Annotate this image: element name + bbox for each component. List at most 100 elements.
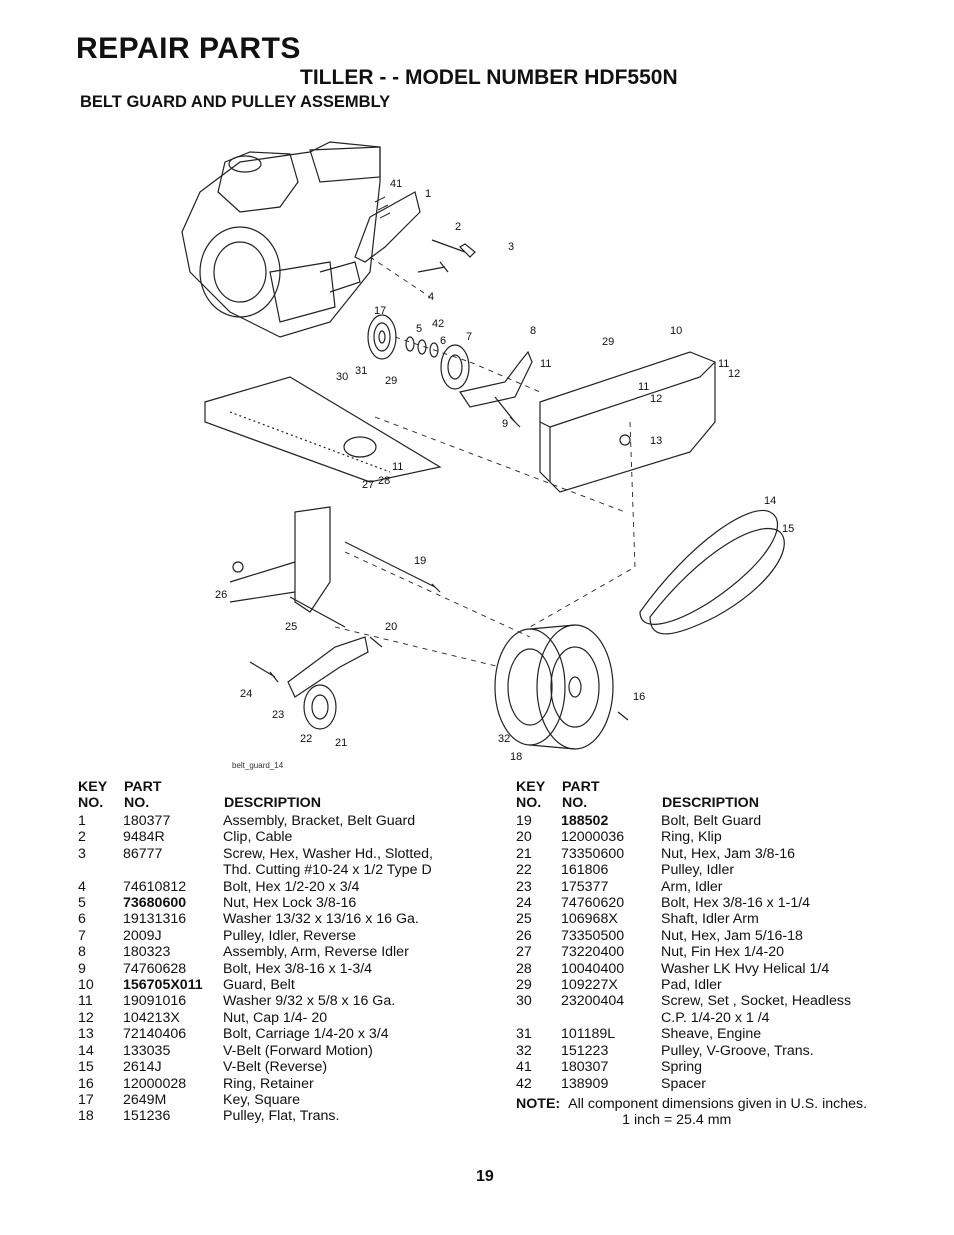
key-cell: 2 xyxy=(78,829,86,846)
page-number: 19 xyxy=(476,1168,494,1185)
callout-21: 21 xyxy=(335,737,347,749)
part-number-cell: 73680600 xyxy=(123,895,187,912)
col-key-label-1: KEY xyxy=(78,779,108,795)
description-cell: Screw, Set , Socket, Headless xyxy=(661,993,852,1010)
callout-2: 2 xyxy=(455,221,461,233)
key-cell: 42 xyxy=(516,1075,532,1092)
description-cell: Washer LK Hvy Helical 1/4 xyxy=(661,960,830,977)
col-desc-label: DESCRIPTION xyxy=(224,795,321,811)
callout-29a: 29 xyxy=(602,336,614,348)
note-label: NOTE: xyxy=(516,1095,561,1112)
description-cell: Pad, Idler xyxy=(661,977,722,994)
description-cell: Bolt, Hex 3/8-16 x 1-1/4 xyxy=(661,895,811,912)
callout-28: 28 xyxy=(378,475,390,487)
callout-12a: 12 xyxy=(728,368,740,380)
key-cell: 29 xyxy=(516,977,532,994)
col-key-label-2: NO. xyxy=(516,795,542,811)
key-cell: 21 xyxy=(516,845,532,862)
section-heading: BELT GUARD AND PULLEY ASSEMBLY xyxy=(80,93,391,111)
callout-3: 3 xyxy=(508,241,514,253)
callout-42: 42 xyxy=(432,318,444,330)
part-number-cell: 72140406 xyxy=(123,1026,187,1043)
callout-12b: 12 xyxy=(650,393,662,405)
description-cell: Nut, Hex Lock 3/8-16 xyxy=(223,895,357,912)
model-subtitle: TILLER - - MODEL NUMBER HDF550N xyxy=(300,66,678,89)
callout-17: 17 xyxy=(374,305,386,317)
col-part-label-1: PART xyxy=(124,779,162,795)
table-row: 21 73350600 Nut, Hex, Jam 3/8-16 xyxy=(516,846,916,862)
description-cell: Screw, Hex, Washer Hd., Slotted, xyxy=(223,845,433,862)
callout-20: 20 xyxy=(385,621,397,633)
description-cell: V-Belt (Reverse) xyxy=(223,1059,328,1076)
key-cell xyxy=(78,862,123,878)
callout-15: 15 xyxy=(782,523,794,535)
key-cell: 26 xyxy=(516,927,532,944)
description-cell: Shaft, Idler Arm xyxy=(661,911,759,928)
part-number-cell: 175377 xyxy=(561,878,609,895)
col-key-label-1: KEY xyxy=(516,779,546,795)
table-row: 26 73350500 Nut, Hex, Jam 5/16-18 xyxy=(516,928,916,944)
part-number-cell: 180307 xyxy=(561,1059,609,1076)
part-number-cell: 23200404 xyxy=(561,993,625,1010)
description-cell: C.P. 1/4-20 x 1 /4 xyxy=(661,1009,770,1026)
part-number-cell: 151236 xyxy=(123,1108,171,1125)
key-cell: 7 xyxy=(78,927,86,944)
callout-31: 31 xyxy=(355,365,367,377)
key-cell: 14 xyxy=(78,1042,94,1059)
description-cell: Nut, Hex, Jam 3/8-16 xyxy=(661,845,796,862)
description-cell: Bolt, Carriage 1/4-20 x 3/4 xyxy=(223,1026,389,1043)
description-cell: Bolt, Hex 3/8-16 x 1-3/4 xyxy=(223,960,373,977)
key-cell: 25 xyxy=(516,911,532,928)
callout-4: 4 xyxy=(428,291,434,303)
part-number-cell: 156705X011 xyxy=(123,977,203,994)
description-cell: Nut, Fin Hex 1/4-20 xyxy=(661,944,785,961)
part-number-cell: 74760628 xyxy=(123,960,187,977)
key-cell: 9 xyxy=(78,960,86,977)
key-cell: 11 xyxy=(78,993,93,1010)
note-text: All component dimensions given in U.S. i… xyxy=(568,1096,867,1129)
table-row: Thd. Cutting #10-24 x 1/2 Type D xyxy=(78,862,498,878)
callout-23: 23 xyxy=(272,709,284,721)
description-cell: V-Belt (Forward Motion) xyxy=(223,1042,373,1059)
callout-7: 7 xyxy=(466,331,472,343)
part-number-cell: 2009J xyxy=(123,927,162,944)
part-number-cell: 86777 xyxy=(123,845,163,862)
key-cell: 27 xyxy=(516,944,532,961)
table-row: 9 74760628 Bolt, Hex 3/8-16 x 1-3/4 xyxy=(78,961,498,977)
part-number-cell: 109227X xyxy=(561,977,618,994)
callout-9: 9 xyxy=(502,418,508,430)
part-number-cell: 180377 xyxy=(123,813,171,829)
part-number-cell: 73350600 xyxy=(561,845,625,862)
callout-18: 18 xyxy=(510,751,522,763)
description-cell: Nut, Hex, Jam 5/16-18 xyxy=(661,927,803,944)
description-cell: Pulley, V-Groove, Trans. xyxy=(661,1042,814,1059)
description-cell: Ring, Retainer xyxy=(223,1075,314,1092)
description-cell: Key, Square xyxy=(223,1091,301,1108)
callout-5: 5 xyxy=(416,323,422,335)
description-cell: Ring, Klip xyxy=(661,829,722,846)
part-number-cell: 151223 xyxy=(561,1042,609,1059)
key-cell: 18 xyxy=(78,1108,94,1125)
description-cell: Spring xyxy=(661,1059,703,1076)
part-number-cell: 73350500 xyxy=(561,927,625,944)
part-number-cell: 12000028 xyxy=(123,1075,187,1092)
part-number-cell: 188502 xyxy=(561,813,609,829)
key-cell: 8 xyxy=(78,944,86,961)
part-number-cell: 161806 xyxy=(561,862,609,879)
note-line-1: All component dimensions given in U.S. i… xyxy=(568,1095,868,1112)
key-cell: 20 xyxy=(516,829,532,846)
